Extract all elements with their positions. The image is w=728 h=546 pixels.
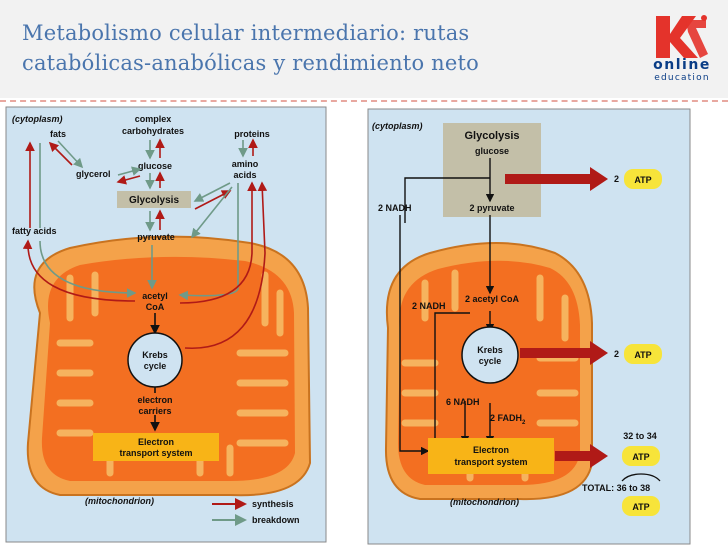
metabolism-diagram: (cytoplasm) fats complex carbohydrates p… [5, 106, 691, 545]
right-atp-arrow-krebs [520, 341, 608, 365]
left-fats-label: fats [50, 129, 66, 139]
right-atp-range: 32 to 34 [623, 431, 657, 441]
right-cytoplasm-label: (cytoplasm) [372, 121, 423, 131]
left-acids-label: acids [233, 170, 256, 180]
atp-label-3: ATP [632, 452, 649, 462]
left-acetyl-label: acetyl [142, 291, 168, 301]
right-cycle-label: cycle [479, 356, 502, 366]
slide-header [0, 0, 728, 98]
right-ets-box [428, 438, 554, 474]
logo-wordmark: online education [644, 58, 720, 84]
left-proteins-label: proteins [234, 129, 270, 139]
header-divider [0, 100, 728, 102]
right-atp-arrow-ets [555, 444, 608, 468]
left-legend: synthesis breakdown [212, 498, 300, 526]
left-ets-box [93, 433, 219, 461]
logo-brand-bottom: education [654, 73, 710, 83]
left-glucose-label: glucose [138, 161, 172, 171]
right-atp-count-1: 2 [614, 174, 619, 184]
left-krebs-label: Krebs [142, 350, 168, 360]
title-line-1: Metabolismo celular intermediario: rutas [22, 21, 470, 45]
left-ets-label-2: transport system [119, 448, 192, 458]
right-krebs-cycle [461, 326, 519, 384]
atp-badge-4 [622, 496, 660, 516]
logo-brand-top: online [653, 57, 711, 73]
right-glycolysis-label: Glycolysis [464, 130, 519, 142]
right-acetyl-label: 2 acetyl CoA [465, 294, 520, 304]
left-cytoplasm-label: (cytoplasm) [12, 114, 63, 124]
right-nadh-6-label: 6 NADH [446, 397, 480, 407]
legend-breakdown-label: breakdown [252, 515, 300, 525]
left-pathway-arrows [22, 138, 268, 432]
left-cycle-label: cycle [144, 361, 167, 371]
right-atp-arrow-glycolysis [505, 167, 608, 191]
left-carriers-label: carriers [138, 406, 171, 416]
right-panel: (cytoplasm) Glycolysis glucose 2 NADH 2 … [367, 108, 691, 545]
left-krebs-cycle [127, 332, 183, 388]
left-pyruvate-label: pyruvate [137, 232, 175, 242]
atp-label-1: ATP [634, 175, 651, 185]
left-carbohydrates-label: carbohydrates [122, 126, 184, 136]
left-glycerol-label: glycerol [76, 169, 111, 179]
title-line-2: catabólicas-anabólicas y rendimiento net… [22, 51, 479, 75]
right-mito-label: (mitochondrion) [450, 497, 519, 507]
left-coa-label: CoA [146, 302, 165, 312]
right-glucose-label: glucose [475, 146, 509, 156]
online-education-logo-icon [656, 15, 708, 58]
left-mito-label: (mitochondrion) [85, 496, 154, 506]
left-glycolysis-label: Glycolysis [129, 195, 179, 206]
right-fadh-label: 2 FADH2 [490, 413, 526, 426]
right-ets-label-2: transport system [454, 457, 527, 467]
left-complex-label: complex [135, 114, 172, 124]
left-glycolysis-box [117, 191, 191, 208]
atp-badge-3 [622, 446, 660, 466]
atp-badge-1 [624, 169, 662, 189]
left-fatty-acids-label: fatty acids [12, 226, 57, 236]
atp-badge-2 [624, 344, 662, 364]
right-pathway-arrows [399, 158, 495, 456]
left-amino-label: amino [232, 159, 259, 169]
right-atp-count-2: 2 [614, 349, 619, 359]
total-brace [621, 473, 661, 482]
slide-title: Metabolismo celular intermediario: rutas… [22, 18, 582, 78]
right-ets-label-1: Electron [473, 445, 509, 455]
left-panel: (cytoplasm) fats complex carbohydrates p… [5, 106, 327, 543]
right-krebs-label: Krebs [477, 345, 503, 355]
atp-label-4: ATP [632, 502, 649, 512]
right-nadh-2a-label: 2 NADH [378, 203, 412, 213]
left-electron-label: electron [137, 395, 172, 405]
left-ets-label-1: Electron [138, 437, 174, 447]
legend-synthesis-label: synthesis [252, 499, 294, 509]
right-nadh-2b-label: 2 NADH [412, 301, 446, 311]
right-atp-total: TOTAL: 36 to 38 [582, 483, 650, 493]
right-pyruvate-label: 2 pyruvate [469, 203, 514, 213]
atp-label-2: ATP [634, 350, 651, 360]
